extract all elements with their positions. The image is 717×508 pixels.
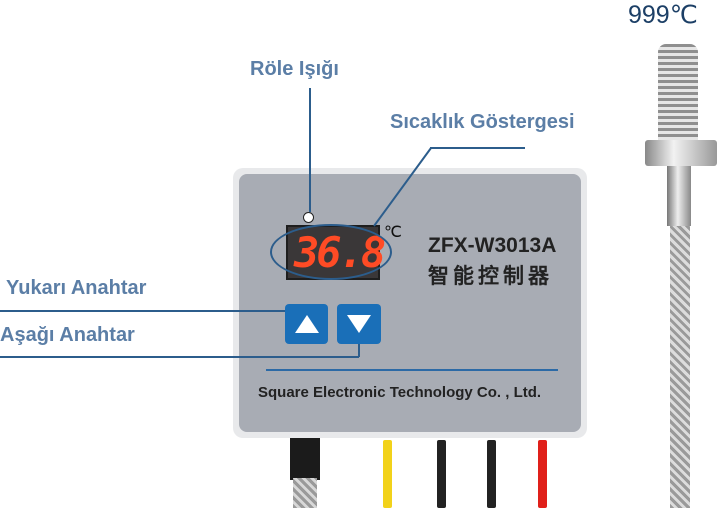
probe-max-temp: 999℃ bbox=[628, 1, 698, 29]
black-wire bbox=[437, 440, 446, 508]
probe-nut bbox=[645, 140, 717, 166]
probe-braided-cable bbox=[670, 226, 690, 508]
down-switch-label: Aşağı Anahtar bbox=[0, 324, 135, 346]
device-subtitle: 智能控制器 bbox=[428, 264, 553, 288]
up-switch-label: Yukarı Anahtar bbox=[6, 277, 147, 299]
display-callout-line bbox=[430, 147, 525, 149]
relay-callout-line bbox=[309, 88, 311, 212]
temperature-display-label: Sıcaklık Göstergesi bbox=[390, 111, 575, 133]
triangle-up-icon bbox=[295, 315, 319, 333]
model-name: ZFX-W3013A bbox=[428, 234, 557, 257]
manufacturer: Square Electronic Technology Co. , Ltd. bbox=[258, 384, 542, 401]
up-button[interactable] bbox=[285, 304, 328, 344]
unit-label: ℃ bbox=[384, 224, 402, 241]
probe-sleeve bbox=[667, 166, 691, 226]
probe-thread bbox=[658, 44, 698, 144]
red-wire bbox=[538, 440, 547, 508]
display-highlight-oval bbox=[270, 224, 392, 280]
triangle-down-icon bbox=[347, 315, 371, 333]
divider bbox=[266, 369, 558, 371]
down-button[interactable] bbox=[337, 304, 381, 344]
black-wire-2 bbox=[487, 440, 496, 508]
yellow-wire bbox=[383, 440, 392, 508]
controller-body bbox=[233, 168, 587, 438]
braided-cable bbox=[293, 478, 317, 508]
relay-light-label: Röle Işığı bbox=[250, 58, 339, 80]
black-cable bbox=[290, 438, 320, 480]
relay-led bbox=[303, 212, 314, 223]
